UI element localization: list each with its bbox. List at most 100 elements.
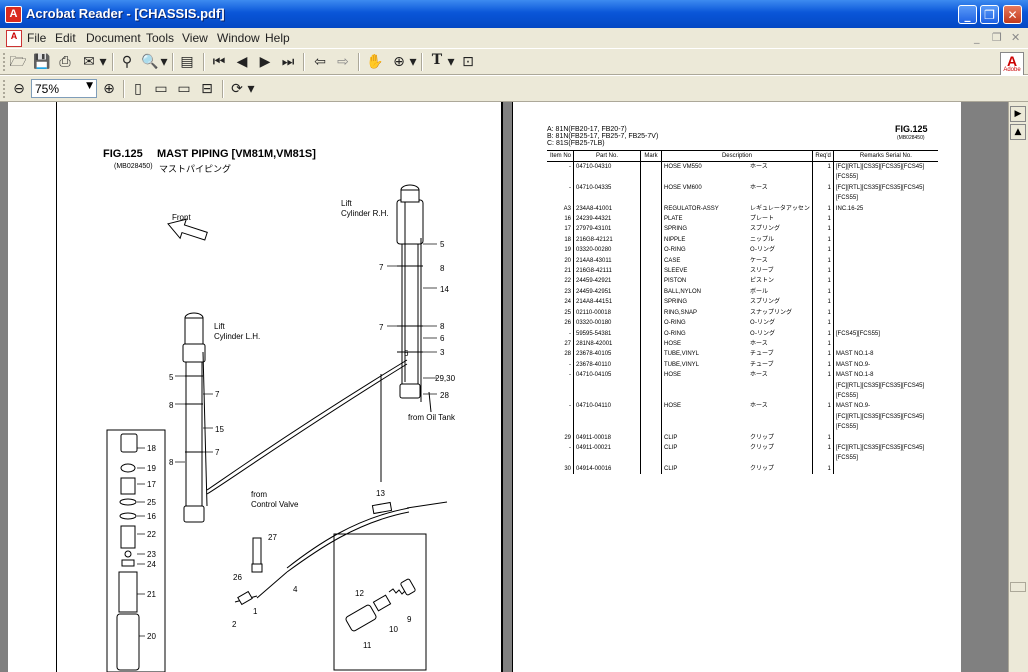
text-dropdown-icon[interactable]: ▾ [447, 54, 455, 70]
minimize-button[interactable]: _ [958, 5, 977, 24]
toolbar-grip [3, 53, 8, 71]
description-jp-text: スリーブ [750, 267, 774, 275]
last-page-icon[interactable]: ⏭ [281, 54, 295, 70]
callout: 4 [293, 585, 298, 594]
restore-button[interactable]: ❐ [980, 5, 999, 24]
cell-item-no: 16 [564, 216, 571, 223]
previous-view-icon[interactable]: ⇦ [314, 54, 326, 70]
callout: 26 [233, 573, 242, 582]
acrobat-icon[interactable]: A [5, 6, 22, 23]
description-text: BALL,NYLON [664, 288, 702, 295]
cell-item-no: 21 [564, 268, 571, 275]
open-icon[interactable]: 🗁 [9, 54, 27, 70]
document-area[interactable]: FIG.125 MAST PIPING [VM81M,VM81S] (MB028… [0, 102, 1008, 672]
callout: 10 [389, 625, 398, 634]
zoom-select-arrow-icon[interactable]: ▼ [86, 81, 93, 91]
cell-item-no: 25 [564, 309, 571, 316]
table-row: [FCS55] [547, 422, 938, 433]
vertical-scrollbar[interactable]: ▶ ▲ [1008, 102, 1028, 672]
cell-item-no: - [569, 361, 571, 368]
text-select-icon[interactable]: T [431, 52, 443, 68]
control-valve-fitting [237, 501, 393, 606]
description-text: HOSE VM550 [664, 164, 702, 170]
title-bar: A Acrobat Reader - [CHASSIS.pdf] _ ❐ ✕ [0, 0, 1028, 28]
save-icon[interactable]: 💾 [33, 54, 51, 70]
menu-document[interactable]: Document [86, 31, 141, 45]
scroll-page-right-icon[interactable]: ▶ [1010, 106, 1026, 122]
menu-tools[interactable]: Tools [146, 31, 175, 45]
email-icon[interactable]: ✉ [83, 54, 95, 70]
zoom-field[interactable]: 75%▼ [31, 79, 97, 98]
description-jp-text: スナップリング [750, 308, 793, 316]
next-view-icon[interactable]: ⇨ [337, 54, 349, 70]
description-jp-text: ホース [750, 183, 768, 191]
callout-numbers: 5 8 14 7 8 6 3 29,30 28 7 5 7 8 15 7 8 6… [147, 240, 456, 650]
fit-width-icon[interactable]: ▭ [177, 81, 191, 97]
find-icon[interactable]: 🔍 [141, 54, 159, 70]
fit-page-icon[interactable]: ▭ [154, 81, 168, 97]
close-button[interactable]: ✕ [1003, 5, 1022, 24]
cell-mark [640, 182, 662, 194]
print-icon[interactable]: ⎙ [59, 54, 71, 70]
cell-reqd: 1 [811, 370, 834, 381]
find-dropdown-icon[interactable]: ▾ [160, 54, 168, 70]
cell-mark [640, 255, 662, 267]
cell-item-no [547, 172, 574, 182]
callout: 15 [215, 425, 224, 434]
cell-mark [640, 318, 662, 329]
menu-edit[interactable]: Edit [55, 31, 76, 45]
cell-reqd [811, 411, 834, 423]
main-toolbar: 🗁 💾 ⎙ ✉ ▾ ⚲ 🔍 ▾ ▤ ⏮ ◀ ▶ ⏭ ⇦ ⇨ ✋ ⊕ ▾ T ▾ … [0, 48, 1028, 75]
separator [421, 53, 423, 71]
hand-tool-icon[interactable]: ✋ [366, 54, 384, 70]
cell-reqd: 1 [811, 442, 834, 454]
zoom-dropdown-icon[interactable]: ▾ [409, 54, 417, 70]
previous-page-icon[interactable]: ◀ [236, 54, 248, 70]
callout: 2 [232, 620, 237, 629]
first-page-icon[interactable]: ⏮ [212, 54, 226, 70]
detail-box [333, 533, 427, 671]
menu-file[interactable]: File [27, 31, 47, 45]
callout: 1 [253, 607, 258, 616]
snapshot-icon[interactable]: ⊡ [462, 54, 474, 70]
cell-remarks: [FCS55] [832, 453, 938, 464]
cell-part-no: 24239-44321 [573, 214, 641, 225]
cell-mark [640, 442, 662, 454]
cell-item-no: 27 [564, 340, 571, 347]
menu-view[interactable]: View [182, 31, 208, 45]
document-icon[interactable]: A [6, 30, 22, 47]
cell-remarks: [FCS55] [832, 172, 938, 183]
scroll-thumb[interactable] [1010, 582, 1026, 592]
menu-help[interactable]: Help [265, 31, 290, 45]
menu-window[interactable]: Window [217, 31, 260, 45]
zoom-in-icon[interactable]: ⊕ [103, 81, 115, 97]
cell-mark [640, 193, 662, 204]
rotate-icon[interactable]: ⟳ [231, 81, 243, 97]
separator [203, 53, 205, 71]
rotate-dropdown-icon[interactable]: ▾ [247, 81, 255, 97]
dropdown-icon[interactable]: ▾ [99, 54, 107, 70]
doc-close-icon[interactable]: ✕ [1011, 31, 1021, 44]
zoom-out-icon[interactable]: ⊖ [13, 81, 25, 97]
zoom-tool-icon[interactable]: ⊕ [393, 54, 405, 70]
callout: 16 [147, 512, 156, 521]
fitting-detail [345, 578, 416, 632]
scroll-up-arrow-icon[interactable]: ▲ [1010, 124, 1026, 140]
search-icon[interactable]: ⚲ [121, 54, 133, 70]
description-jp-text: ホース [750, 402, 768, 410]
callout: 7 [215, 448, 220, 457]
doc-minimize-icon[interactable]: _ [974, 31, 980, 44]
cell-remarks: [FC][RTL][CS35][FCS35][FCS45] [832, 442, 938, 454]
next-page-icon[interactable]: ▶ [259, 54, 271, 70]
lift-cylinder-rh-label: Lift Cylinder R.H. [341, 199, 389, 218]
callout: 8 [440, 264, 445, 273]
bookmarks-panel-icon[interactable]: ▤ [180, 54, 194, 70]
cell-mark [640, 266, 662, 277]
fit-visible-icon[interactable]: ⊟ [201, 81, 213, 97]
header-remarks: Remarks Serial No. [832, 150, 938, 162]
actual-size-icon[interactable]: ▯ [134, 81, 142, 97]
doc-restore-icon[interactable]: ❐ [992, 31, 1002, 44]
